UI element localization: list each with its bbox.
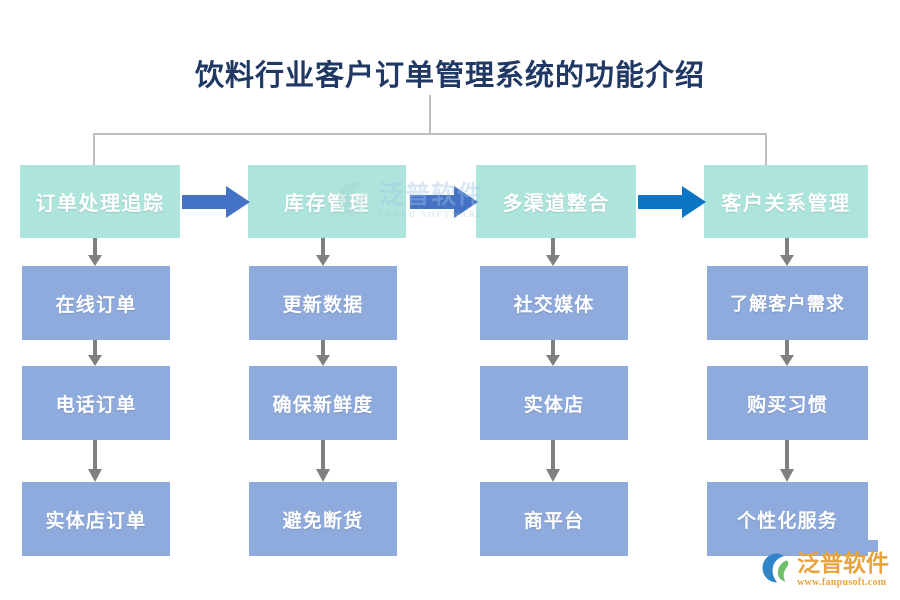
- right-arrow-icon-1: [182, 186, 250, 218]
- item-label: 更新数据: [282, 294, 364, 316]
- item-label: 了解客户需求: [729, 294, 846, 314]
- down-arrow-icon-c4-r1: [780, 340, 794, 366]
- header-box-customer-relationship[interactable]: 客户关系管理: [704, 165, 868, 238]
- down-arrow-icon-c3-r1: [546, 340, 560, 366]
- fanpu-logo-icon: [760, 551, 794, 590]
- down-arrow-icon-c3-r2: [546, 440, 560, 482]
- down-arrow-icon-c2-r1: [316, 340, 330, 366]
- item-label: 商平台: [523, 510, 585, 532]
- header-box-inventory-management[interactable]: 库存管理: [248, 165, 406, 238]
- header-box-order-processing[interactable]: 订单处理追踪: [20, 165, 180, 238]
- item-box-c2-r0[interactable]: 更新数据: [249, 266, 397, 340]
- item-label: 在线订单: [55, 294, 137, 316]
- header-label: 多渠道整合: [502, 193, 610, 215]
- item-box-c1-r0[interactable]: 在线订单: [22, 266, 170, 340]
- down-arrow-icon-c4-r0: [780, 238, 794, 266]
- connector-drop-col4: [765, 133, 767, 166]
- down-arrow-icon-c1-r0: [88, 238, 102, 266]
- down-arrow-icon-c1-r1: [88, 340, 102, 366]
- item-label: 电话订单: [55, 394, 137, 416]
- item-label: 确保新鲜度: [272, 394, 374, 416]
- down-arrow-icon-c1-r2: [88, 440, 102, 482]
- item-box-c4-r0[interactable]: 了解客户需求: [707, 266, 868, 340]
- item-label: 社交媒体: [513, 294, 595, 316]
- logo-backing-bar: [760, 540, 878, 552]
- item-label: 购买习惯: [747, 394, 828, 416]
- item-box-c3-r1[interactable]: 实体店: [480, 366, 628, 440]
- down-arrow-icon-c4-r2: [780, 440, 794, 482]
- page-title: 饮料行业客户订单管理系统的功能介绍: [194, 60, 705, 92]
- down-arrow-icon-c2-r0: [316, 238, 330, 266]
- item-box-c2-r1[interactable]: 确保新鲜度: [249, 366, 397, 440]
- item-label: 避免断货: [282, 510, 364, 532]
- connector-drop-col1: [93, 133, 95, 166]
- item-box-c4-r1[interactable]: 购买习惯: [707, 366, 868, 440]
- item-box-c1-r2[interactable]: 实体店订单: [22, 482, 170, 556]
- down-arrow-icon-c3-r0: [546, 238, 560, 266]
- item-box-c3-r0[interactable]: 社交媒体: [480, 266, 628, 340]
- brand-logo-text: 泛普软件 www.fanpusoft.com: [797, 552, 889, 588]
- header-box-multichannel-integration[interactable]: 多渠道整合: [476, 165, 636, 238]
- connector-horizontal-bar: [93, 133, 767, 135]
- header-label: 客户关系管理: [721, 193, 851, 215]
- right-arrow-icon-2: [410, 186, 478, 218]
- header-label: 库存管理: [284, 193, 370, 215]
- item-box-c3-r2[interactable]: 商平台: [480, 482, 628, 556]
- connector-title-stem: [429, 95, 431, 135]
- item-box-c2-r2[interactable]: 避免断货: [249, 482, 397, 556]
- header-label: 订单处理追踪: [35, 193, 165, 215]
- item-box-c1-r1[interactable]: 电话订单: [22, 366, 170, 440]
- item-label: 个性化服务: [736, 510, 838, 532]
- item-label: 实体店订单: [45, 510, 147, 532]
- brand-url-label: www.fanpusoft.com: [797, 577, 887, 588]
- item-label: 实体店: [523, 394, 585, 416]
- right-arrow-icon-3: [638, 186, 706, 218]
- down-arrow-icon-c2-r2: [316, 440, 330, 482]
